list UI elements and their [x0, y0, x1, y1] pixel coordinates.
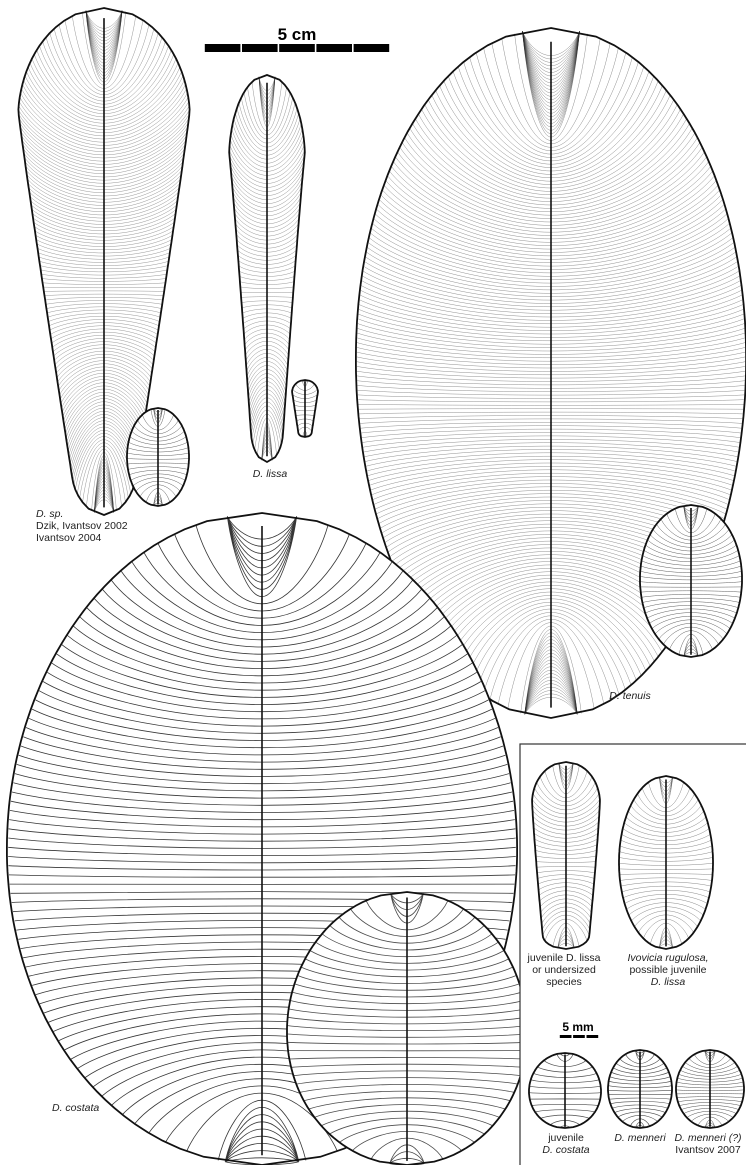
inset-juvenile-lissa: [532, 762, 600, 949]
scale-segment: [560, 1035, 572, 1038]
inset-label-lissa-3: species: [546, 976, 582, 988]
label-d-lissa: D. lissa: [253, 468, 288, 480]
inset-label-costata-2: D. costata: [542, 1144, 589, 1156]
label-d-sp-ref2: Ivantsov 2004: [36, 532, 102, 544]
scale-segment: [205, 44, 241, 52]
inset-label-costata-1: juvenile: [547, 1132, 584, 1144]
inset-menneri: [608, 1050, 672, 1128]
inset-menneri-q: [676, 1050, 744, 1128]
inset-ivovicia: [619, 776, 713, 949]
inset-label-lissa-1: juvenile D. lissa: [527, 952, 601, 964]
inset-label-menneri-q-1: D. menneri (?): [674, 1132, 741, 1144]
label-d-sp: D. sp.: [36, 508, 63, 520]
inset-juvenile-costata: [529, 1053, 601, 1128]
label-d-sp-ref1: Dzik, Ivantsov 2002: [36, 520, 128, 532]
scale-segment: [242, 44, 278, 52]
scale-bar-main-label: 5 cm: [278, 25, 317, 44]
inset-label-ivovicia-2: possible juvenile: [629, 964, 706, 976]
scale-segment: [316, 44, 352, 52]
label-d-costata: D. costata: [52, 1102, 99, 1114]
specimen-d-costata-small: [287, 892, 527, 1165]
inset-label-menneri: D. menneri: [614, 1132, 666, 1144]
label-d-tenuis: D. tenuis: [609, 690, 651, 702]
scale-segment: [354, 44, 390, 52]
inset-label-ivovicia-1: Ivovicia rugulosa,: [627, 952, 708, 964]
inset-label-menneri-q-2: Ivantsov 2007: [675, 1144, 741, 1156]
scale-bar-inset-label: 5 mm: [562, 1020, 593, 1034]
inset-label-ivovicia-3: D. lissa: [651, 976, 686, 988]
specimen-d-tenuis-small: [640, 505, 742, 657]
scale-bar-inset: 5 mm: [560, 1020, 598, 1038]
scale-segment: [587, 1035, 599, 1038]
scale-segment: [279, 44, 315, 52]
inset-label-lissa-2: or undersized: [532, 964, 596, 976]
specimen-d-sp-small: [127, 408, 189, 506]
scale-segment: [573, 1035, 585, 1038]
